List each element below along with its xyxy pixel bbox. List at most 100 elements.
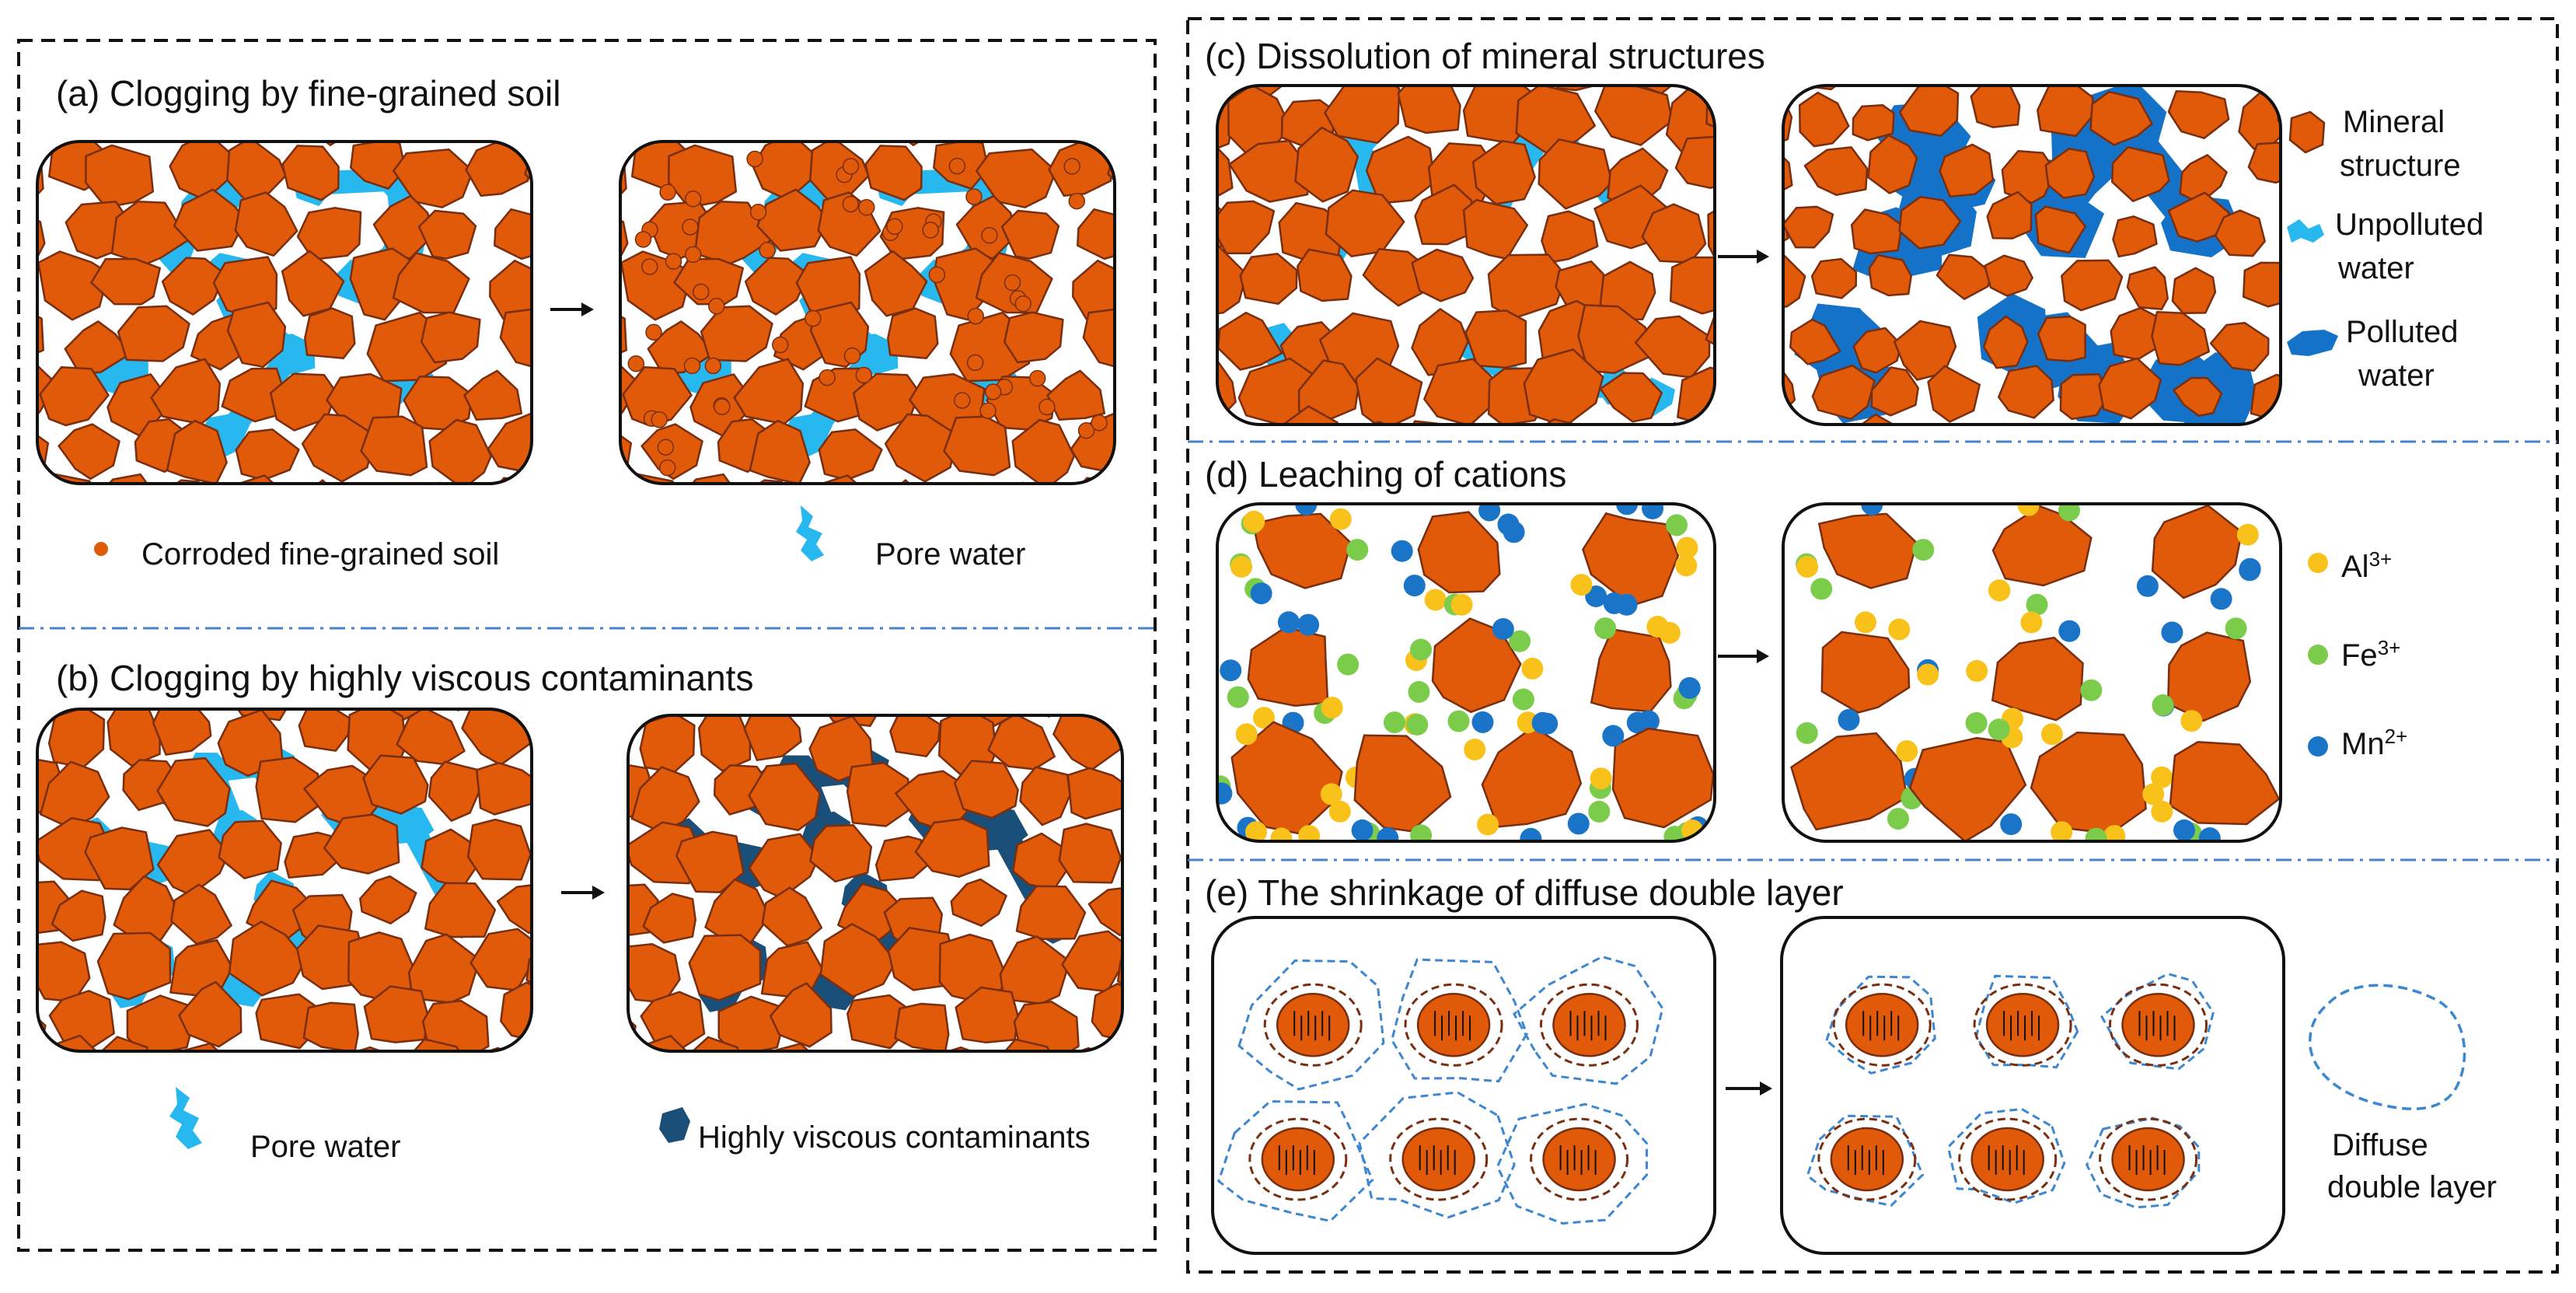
mineral-grain	[37, 142, 52, 152]
cation	[1277, 611, 1300, 634]
cation	[1270, 827, 1293, 841]
mineral-grain	[1062, 142, 1115, 148]
mineral-grain	[1145, 428, 1199, 488]
mineral-grain	[1417, 511, 1501, 594]
mineral-grain	[1471, 140, 1536, 205]
fine-soil-particle	[714, 398, 731, 415]
stern-layer	[1540, 983, 1639, 1067]
mineral-grain	[1136, 428, 1213, 495]
mineral-grain	[925, 489, 983, 535]
fine-soil-particle	[1014, 295, 1032, 313]
mineral-grain	[327, 1046, 394, 1051]
mineral-grain	[1056, 1047, 1116, 1051]
cation	[1626, 711, 1649, 734]
cation	[2136, 575, 2159, 597]
mineral-grain	[302, 1001, 359, 1051]
mineral-grain	[349, 247, 413, 321]
cation	[1521, 657, 1544, 680]
diffuse-double-layer	[1237, 959, 1385, 1091]
mineral-grain	[620, 306, 627, 364]
mineral-grain	[228, 921, 307, 997]
mineral-grain	[1542, 1127, 1616, 1192]
mineral-grain	[2110, 145, 2170, 202]
mineral-grain	[555, 1001, 620, 1059]
mineral-grain	[178, 980, 243, 1048]
cation	[1351, 819, 1374, 841]
mineral-grain	[396, 709, 466, 765]
mineral-grain	[37, 1034, 109, 1051]
mineral-grain	[2171, 267, 2217, 314]
mineral-grain	[1116, 943, 1122, 998]
legend-al: Al3+	[2341, 547, 2392, 584]
mineral-grain	[2034, 205, 2086, 254]
cation	[1227, 686, 1249, 708]
mineral-grain	[2247, 142, 2281, 184]
mineral-grain	[1817, 512, 1918, 589]
pore-water-legend-icon-a	[796, 505, 824, 561]
mineral-grain	[37, 941, 91, 1003]
mineral-grain	[393, 149, 474, 208]
mineral-grain	[2310, 19, 2366, 70]
cation	[1253, 707, 1275, 729]
unpolluted-water-legend-icon	[2287, 219, 2324, 243]
mineral-grain	[90, 257, 162, 306]
mineral-grain	[1982, 315, 2029, 369]
arrow-c	[1718, 250, 1769, 264]
mineral-grain	[743, 142, 820, 144]
cation	[1298, 825, 1321, 841]
fine-soil-legend-icon	[94, 542, 108, 556]
mineral-grain	[496, 882, 532, 935]
mineral-grain	[370, 709, 436, 722]
panel-d-after	[1782, 502, 2282, 843]
mineral-grain	[218, 819, 282, 879]
mineral-grain	[1868, 253, 1912, 297]
diffuse-double-layer	[1390, 958, 1528, 1083]
fine-soil-particle	[634, 231, 652, 248]
mineral-grain	[739, 479, 798, 484]
mineral-grain	[562, 719, 620, 782]
cation	[1235, 723, 1258, 746]
mineral-grain	[304, 307, 356, 360]
mineral-grain	[950, 878, 1007, 927]
mineral-grain	[2116, 47, 2159, 86]
mineral-grain	[1986, 190, 2033, 239]
mineral-grain	[887, 927, 956, 991]
fine-soil-particle	[708, 298, 725, 315]
mineral-grain	[999, 935, 1071, 1005]
cation	[1855, 611, 1876, 634]
mineral-grain	[987, 715, 1056, 771]
cation	[1410, 638, 1432, 661]
pore-water-legend-icon-b	[169, 1087, 202, 1149]
mineral-grain	[466, 818, 532, 881]
mineral-grain	[298, 709, 351, 752]
cation	[1424, 589, 1447, 611]
fine-soil-particle	[965, 188, 983, 205]
mineral-grain	[421, 999, 490, 1051]
mineral-grain	[1783, 97, 1793, 153]
mineral-grain	[2164, 432, 2210, 477]
cation	[1896, 740, 1918, 763]
panel-c-before	[1136, 84, 1716, 495]
mineral-grain	[1014, 715, 1081, 718]
panel-e-title: (e) The shrinkage of diffuse double laye…	[1205, 872, 1844, 913]
mineral-grain	[976, 149, 1057, 208]
panel-a-title: (a) Clogging by fine-grained soil	[56, 73, 560, 114]
mineral-grain	[1712, 304, 1766, 351]
mineral-grain	[2037, 86, 2094, 138]
mineral-grain	[1810, 257, 1858, 299]
cation	[1965, 711, 1988, 734]
fine-soil-particle	[843, 347, 861, 365]
mineral-grain	[1261, 1127, 1335, 1192]
mineral-grain	[2030, 731, 2147, 835]
cation	[1217, 782, 1233, 805]
mineral-grain	[235, 428, 300, 481]
fine-soil-particle	[886, 218, 903, 236]
mineral-grain	[170, 883, 232, 945]
mineral-grain	[1239, 253, 1298, 306]
mineral-grain	[743, 715, 802, 761]
panel-b-title: (b) Clogging by highly viscous contamina…	[56, 658, 753, 698]
mineral-grain	[1869, 25, 1933, 77]
polluted-water-legend-icon	[2287, 330, 2338, 356]
stern-layer	[1263, 983, 1363, 1067]
